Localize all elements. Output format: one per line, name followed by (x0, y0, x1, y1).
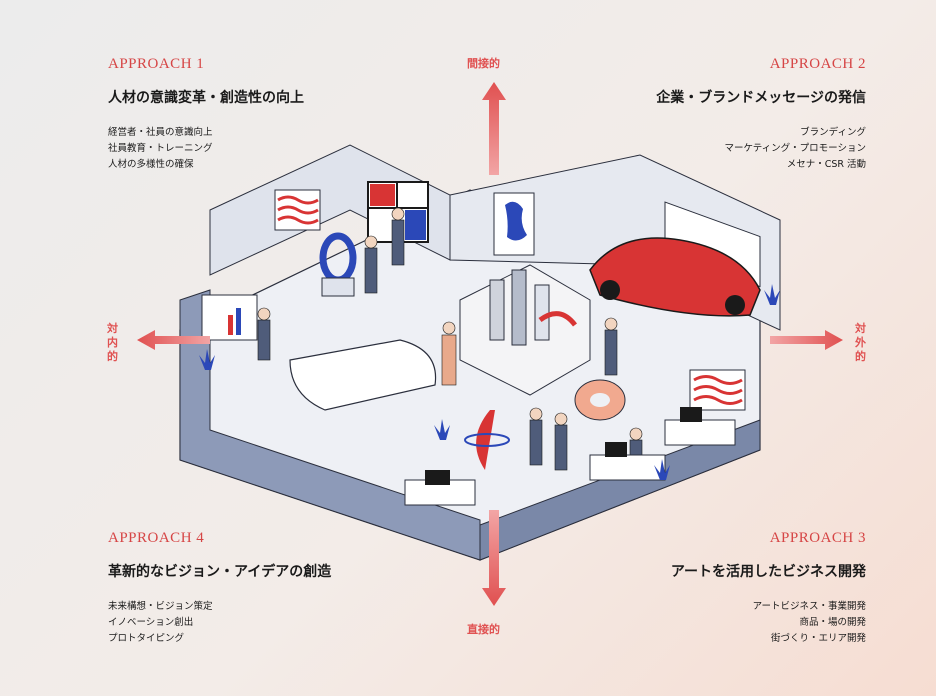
list-item: 経営者・社員の意識向上 (108, 127, 213, 138)
approach-1-title: 人材の意識変革・創造性の向上 (108, 90, 304, 106)
desk-lower-right (589, 454, 666, 481)
approach-1-label: APPROACH 1 (108, 56, 205, 72)
list-item: ブランディング (800, 127, 866, 138)
approach-2: APPROACH 2 企業・ブランドメッセージの発信 ブランディング マーケティ… (506, 56, 866, 173)
axis-label-bottom: 直接的 (467, 623, 500, 636)
axis-arrows (137, 82, 843, 606)
approach-3-label: APPROACH 3 (769, 530, 866, 546)
list-item: メセナ・CSR 活動 (786, 159, 866, 170)
list-item: 商品・場の開発 (799, 617, 866, 628)
axis-label-right: 対外的 (855, 322, 866, 363)
people (257, 207, 643, 476)
axis-label-top: 間接的 (467, 57, 500, 70)
list-item: プロトタイピング (108, 633, 185, 644)
arrow-right (770, 330, 843, 350)
axis-label-left: 対内的 (107, 322, 118, 363)
approach-4-list: 未来構想・ビジョン策定 イノベーション創出 プロトタイピング (108, 599, 468, 647)
list-item: イノベーション創出 (108, 617, 194, 628)
approach-3-list: アートビジネス・事業開発 商品・場の開発 街づくり・エリア開発 (506, 599, 866, 647)
list-item: 街づくり・エリア開発 (770, 633, 866, 644)
list-item: 未来構想・ビジョン策定 (108, 601, 213, 612)
approach-2-label: APPROACH 2 (769, 56, 866, 72)
arrow-down (482, 510, 506, 606)
approach-3-title: アートを活用したビジネス開発 (670, 564, 866, 580)
approach-2-list: ブランディング マーケティング・プロモーション メセナ・CSR 活動 (506, 125, 866, 173)
plants (199, 284, 780, 480)
desk-right (664, 419, 736, 446)
list-item: マーケティング・プロモーション (724, 143, 866, 154)
approach-4-label: APPROACH 4 (108, 530, 205, 546)
approach-1-list: 経営者・社員の意識向上 社員教育・トレーニング 人材の多様性の確保 (108, 125, 468, 173)
red-swirl-sculpture (476, 410, 495, 470)
list-item: 社員教育・トレーニング (108, 143, 213, 154)
meeting-table (289, 339, 437, 411)
list-item: アートビジネス・事業開発 (752, 601, 866, 612)
red-car (589, 237, 761, 317)
list-item: 人材の多様性の確保 (108, 159, 194, 170)
approach-4-title: 革新的なビジョン・アイデアの創造 (108, 564, 332, 580)
approach-4: APPROACH 4 革新的なビジョン・アイデアの創造 未来構想・ビジョン策定 … (108, 530, 468, 647)
approach-1: APPROACH 1 人材の意識変革・創造性の向上 経営者・社員の意識向上 社員… (108, 56, 468, 173)
approach-3: APPROACH 3 アートを活用したビジネス開発 アートビジネス・事業開発 商… (506, 530, 866, 647)
right-wall (479, 419, 761, 561)
arrow-up (482, 82, 506, 175)
approach-2-title: 企業・ブランドメッセージの発信 (656, 90, 866, 106)
arrow-left (137, 330, 210, 350)
